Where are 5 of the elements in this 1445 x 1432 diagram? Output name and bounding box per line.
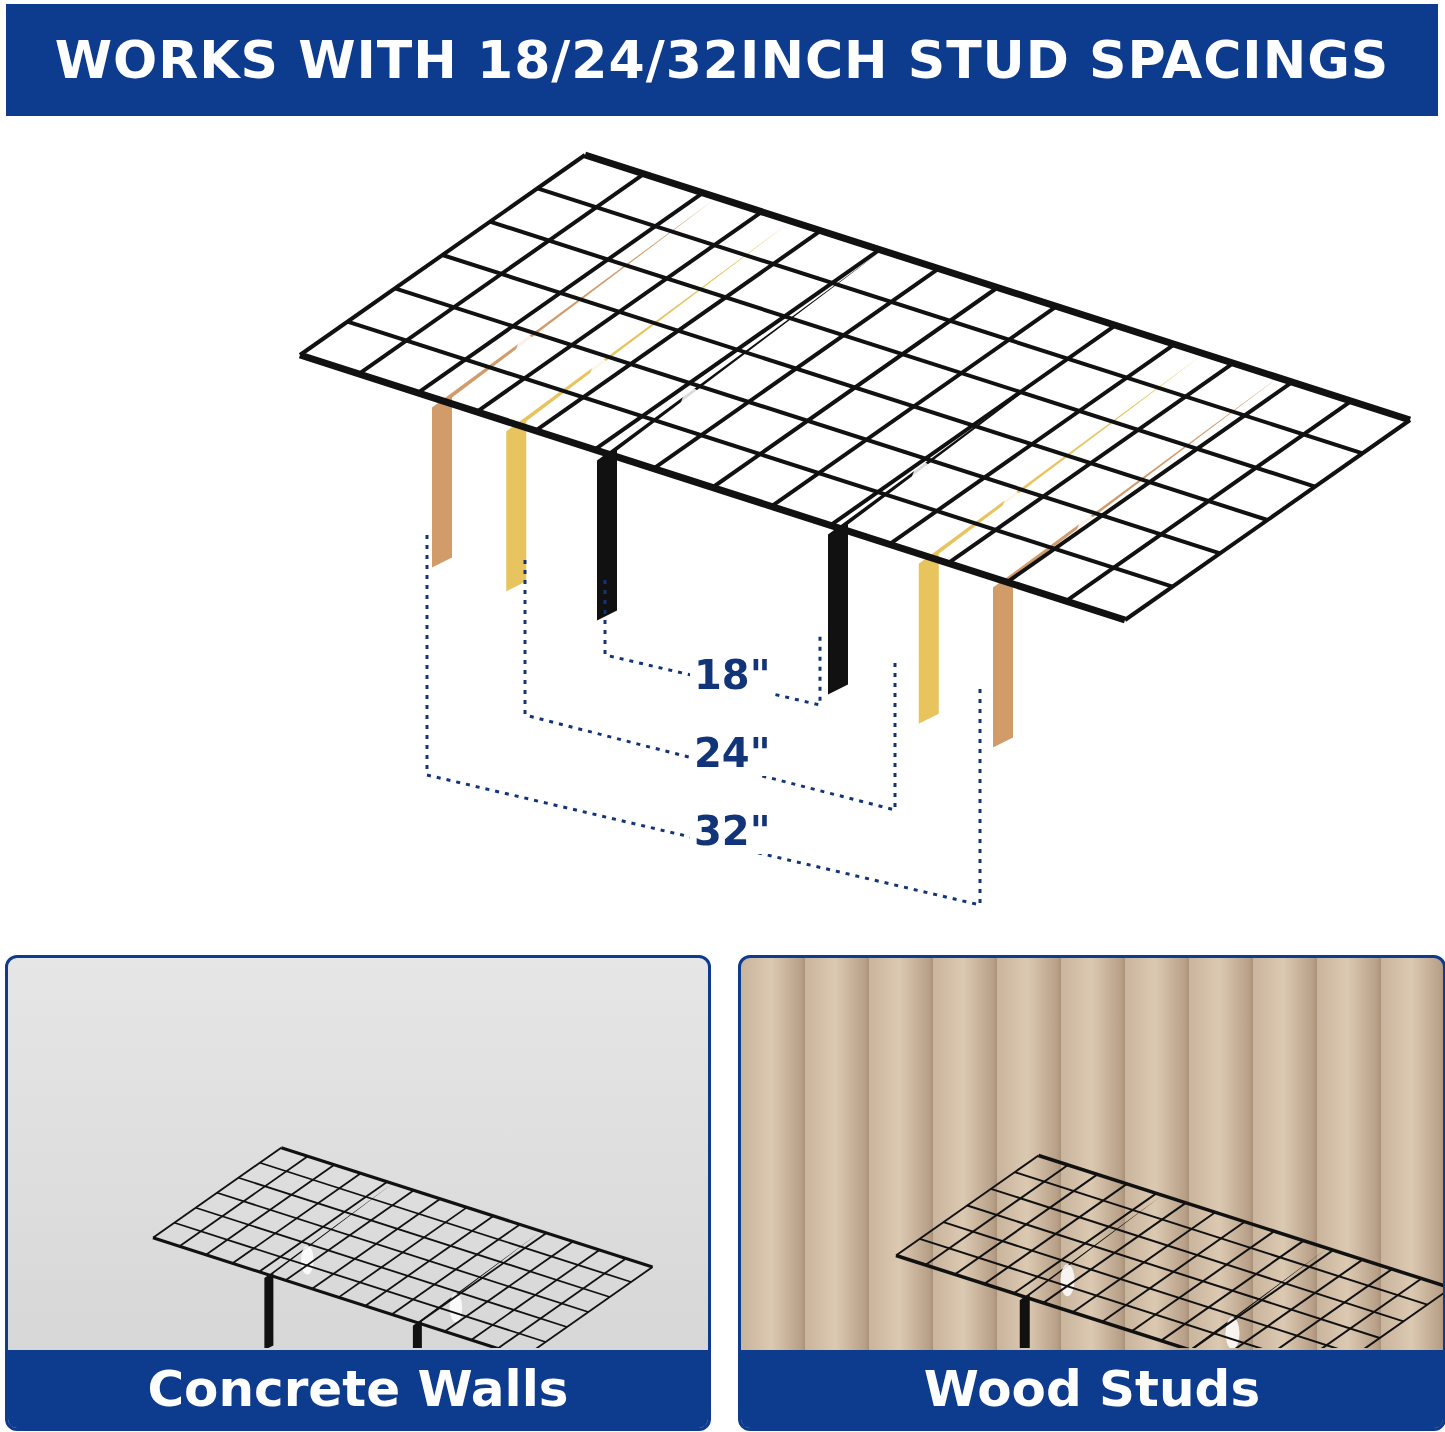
caption-bar: Concrete Walls [8, 1350, 708, 1428]
caption-bar: Wood Studs [741, 1350, 1443, 1428]
title-banner: WORKS WITH 18/24/32INCH STUD SPACINGS [6, 4, 1438, 116]
photo-panel [738, 955, 1445, 1431]
photo-panel [5, 955, 711, 1431]
